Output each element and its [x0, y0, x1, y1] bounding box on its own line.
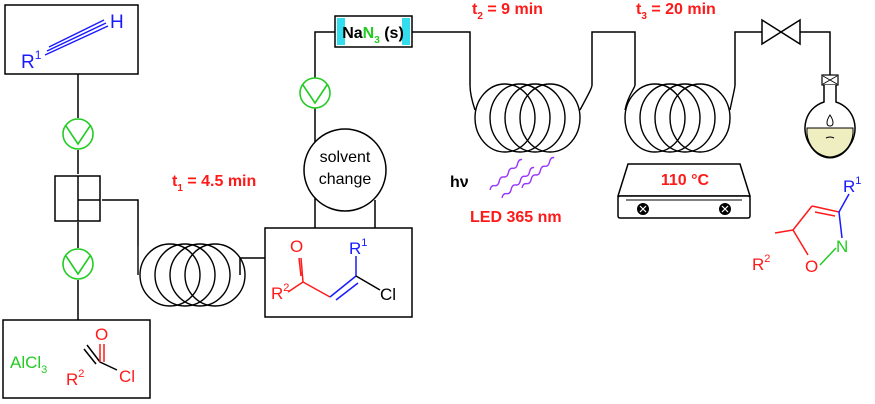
hv-label: hν: [450, 174, 469, 191]
cartridge-icon: [334, 15, 413, 48]
nan3-label: NaN3 (s): [342, 25, 404, 46]
ring-bond: [792, 205, 813, 231]
alcl3-label: AlCl3: [10, 353, 47, 376]
alkyne-h-label: H: [110, 12, 124, 33]
temperature-label: 110 °C: [661, 172, 710, 189]
acid-o-label: O: [95, 325, 108, 344]
pump-azide: [299, 77, 331, 109]
coil-reactor-1: [137, 243, 246, 307]
isoxazole-n-label: N: [836, 237, 848, 256]
pump-icon: [62, 248, 94, 280]
enone-r2-label: R2: [271, 282, 289, 303]
coil-reactor-icon: [624, 83, 686, 153]
coil-reactor-icon: [139, 243, 201, 307]
pump-icon: [299, 77, 331, 109]
enone-intermediate-box: O R2 R1 Cl: [264, 227, 413, 318]
enone-cl-label: Cl: [380, 285, 396, 304]
t3-label: t3 = 20 min: [636, 1, 716, 22]
isoxazole-product: [774, 193, 850, 256]
pump-icon: [62, 118, 94, 150]
alkyne-r1-label: R1: [21, 48, 42, 73]
acid-cl-label: Cl: [119, 367, 135, 386]
alkyne-triple-bond: [44, 25, 109, 56]
acid-r2-label: R2: [66, 368, 84, 389]
heated-coil: [624, 83, 736, 153]
enone-o-label: O: [290, 237, 303, 256]
mixer: [54, 175, 101, 222]
valve-icon: [761, 18, 801, 46]
enone-r1-label: R1: [349, 237, 367, 258]
n-o-bond: [819, 247, 837, 266]
pump-alkyne: [62, 118, 94, 150]
acid-chloride-reservoir: AlCl3 O R2 Cl: [2, 319, 151, 399]
lamp-icon: [489, 156, 555, 199]
isoxazole-r1-label: R1: [843, 175, 861, 196]
t1-label: t1 = 4.5 min: [172, 173, 256, 194]
vinyl-bond: [329, 275, 357, 298]
photoreactor-coil: [469, 83, 593, 153]
coil-reactor-icon: [474, 83, 536, 153]
alkyne-reservoir: R1 H: [4, 4, 139, 75]
pump-acid-chloride: [62, 248, 94, 280]
isoxazole-o-label: O: [805, 257, 818, 276]
flask-icon: [804, 74, 856, 159]
hotplate-icon: [616, 163, 752, 219]
led-label: LED 365 nm: [470, 209, 562, 226]
change-label: change: [319, 171, 372, 188]
solvent-change-unit: solvent change: [303, 128, 387, 212]
t2-label: t2 = 9 min: [472, 1, 543, 22]
nan3-cartridge: NaN3 (s): [334, 15, 413, 48]
solvent-label: solvent: [320, 149, 371, 166]
isoxazole-r2-label: R2: [752, 253, 770, 274]
